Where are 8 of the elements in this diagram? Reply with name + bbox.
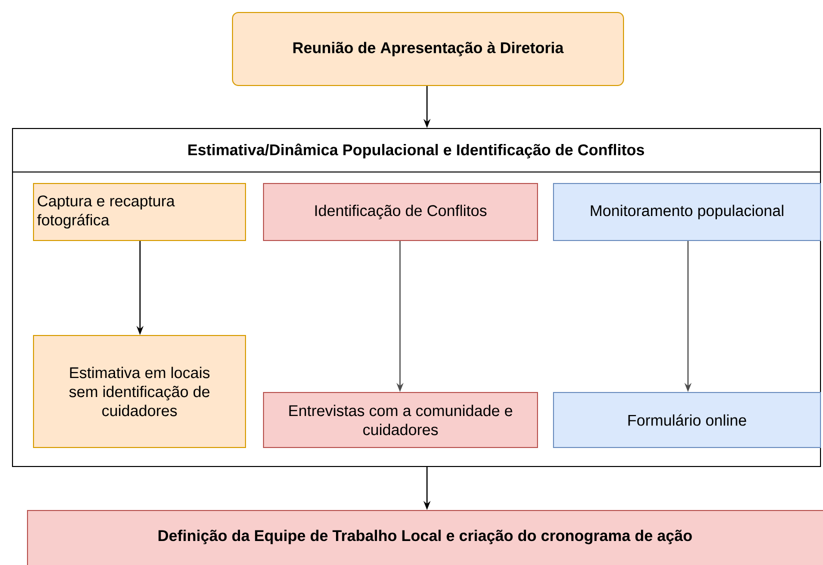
process-box: Monitoramento populacional [553, 183, 821, 241]
process-box: Captura e recaptura fotográfica [33, 183, 246, 241]
process-box: Reunião de Apresentação à Diretoria [232, 12, 624, 86]
process-box: Estimativa em locais sem identificação de cuidadores [33, 335, 246, 448]
process-box: Entrevistas com a comunidade e cuidadores [263, 392, 538, 448]
process-box: Definição da Equipe de Trabalho Local e criação do cronograma de ação [27, 510, 823, 565]
process-box: Identificação de Conflitos [263, 183, 538, 241]
process-box: Formulário online [553, 392, 821, 448]
